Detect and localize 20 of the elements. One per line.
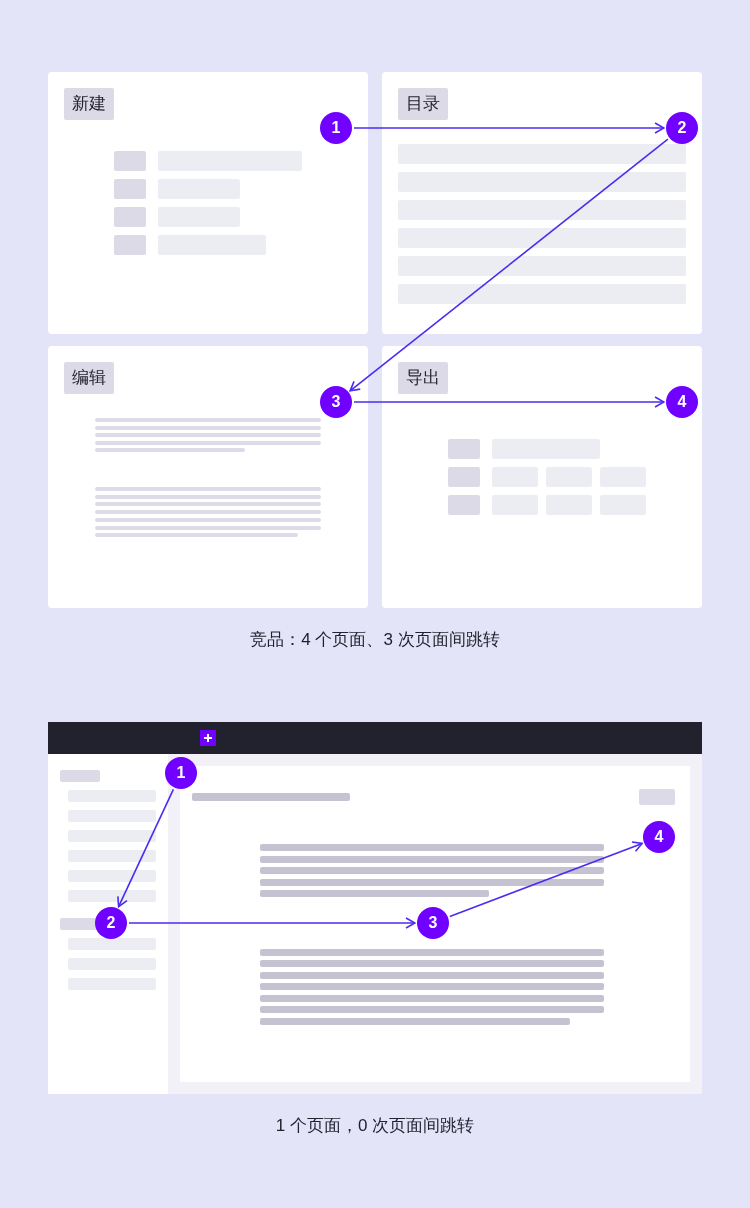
step-number-badge: 1 [320, 112, 352, 144]
arrow [117, 788, 175, 908]
step-number-badge: 3 [320, 386, 352, 418]
step-number-badge: 4 [666, 386, 698, 418]
arrow [449, 841, 643, 918]
caption-text: 1 个页面，0 次页面间跳转 [275, 1116, 475, 1135]
page-title-tag: 目录 [398, 88, 448, 120]
page-card [48, 72, 368, 334]
page-card [382, 346, 702, 608]
caption-text: 竞品：4 个页面、3 次页面间跳转 [250, 630, 500, 649]
page-title-tag: 导出 [398, 362, 448, 394]
arrow [353, 122, 665, 134]
arrow [353, 396, 665, 408]
arrow [349, 138, 669, 392]
arrow [128, 917, 416, 929]
page-title-tag: 新建 [64, 88, 114, 120]
step-number-badge: 2 [666, 112, 698, 144]
page-card [48, 346, 368, 608]
page-card [382, 72, 702, 334]
page-title-tag: 编辑 [64, 362, 114, 394]
